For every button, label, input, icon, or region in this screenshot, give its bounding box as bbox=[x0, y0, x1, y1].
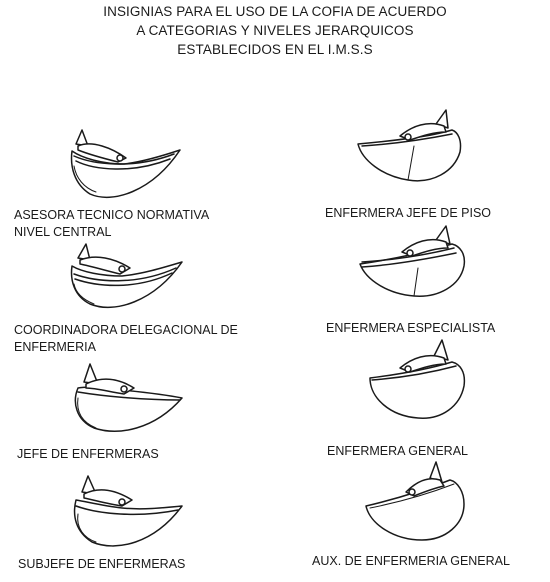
label-enfermera-general: ENFERMERA GENERAL bbox=[327, 443, 468, 460]
label-line: ENFERMERA JEFE DE PISO bbox=[325, 206, 492, 220]
label-line: AUX. DE ENFERMERIA GENERAL bbox=[312, 554, 510, 568]
cap-enfermera-especialista-icon bbox=[359, 225, 466, 297]
cap-subjefe-de-enfermeras-icon bbox=[73, 475, 183, 547]
page-title: INSIGNIAS PARA EL USO DE LA COFIA DE ACU… bbox=[0, 2, 550, 59]
label-coordinadora-delegacional: COORDINADORA DELEGACIONAL DE ENFERMERIA bbox=[14, 322, 238, 356]
cap-coordinadora-delegacional-icon bbox=[70, 243, 183, 308]
label-line: ENFERMERA ESPECIALISTA bbox=[326, 321, 496, 335]
cap-aux-de-enfermeria-general-icon bbox=[365, 461, 465, 541]
title-line-3: ESTABLECIDOS EN EL I.M.S.S bbox=[177, 42, 373, 57]
label-line: NIVEL CENTRAL bbox=[14, 225, 112, 239]
title-line-1: INSIGNIAS PARA EL USO DE LA COFIA DE ACU… bbox=[103, 4, 447, 19]
cap-asesora-tecnico-normativa-icon bbox=[70, 129, 181, 198]
label-jefe-de-enfermeras: JEFE DE ENFERMERAS bbox=[17, 446, 159, 463]
cap-jefe-de-enfermeras-icon bbox=[74, 363, 183, 432]
label-line: ENFERMERA GENERAL bbox=[327, 444, 469, 458]
label-asesora-tecnico-normativa: ASESORA TECNICO NORMATIVA NIVEL CENTRAL bbox=[14, 207, 209, 241]
title-line-2: A CATEGORIAS Y NIVELES JERARQUICOS bbox=[136, 23, 414, 38]
label-enfermera-jefe-de-piso: ENFERMERA JEFE DE PISO bbox=[325, 205, 491, 222]
label-line: ASESORA TECNICO NORMATIVA bbox=[14, 208, 210, 222]
label-aux-de-enfermeria-general: AUX. DE ENFERMERIA GENERAL bbox=[312, 553, 510, 570]
cap-enfermera-general-icon bbox=[369, 339, 466, 419]
cap-enfermera-jefe-de-piso-icon bbox=[357, 109, 462, 182]
label-enfermera-especialista: ENFERMERA ESPECIALISTA bbox=[326, 320, 495, 337]
label-line: JEFE DE ENFERMERAS bbox=[17, 447, 159, 461]
label-line: ENFERMERIA bbox=[14, 340, 96, 354]
label-line: COORDINADORA DELEGACIONAL DE bbox=[14, 323, 238, 337]
label-subjefe-de-enfermeras: SUBJEFE DE ENFERMERAS bbox=[18, 556, 185, 573]
label-line: SUBJEFE DE ENFERMERAS bbox=[18, 557, 186, 571]
